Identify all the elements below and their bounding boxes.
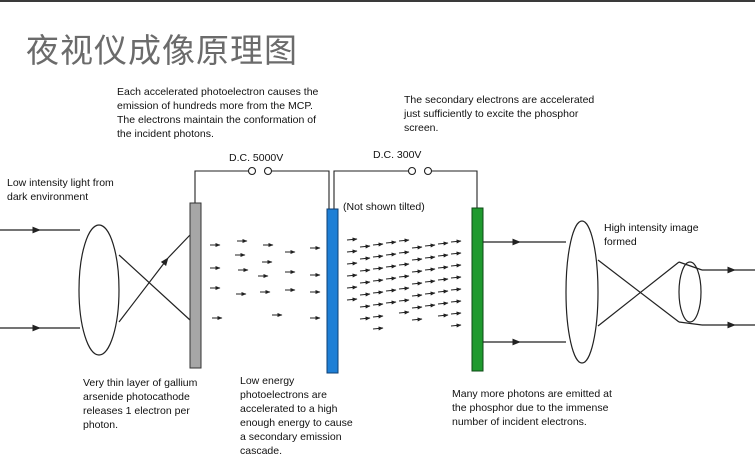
electron-arrow — [398, 238, 410, 243]
electron-arrow — [385, 276, 397, 281]
electron-arrow — [450, 299, 462, 304]
electron-arrow — [359, 244, 371, 249]
electron-arrow — [437, 241, 449, 246]
electron-arrow — [346, 285, 358, 290]
electron-arrow — [424, 243, 436, 248]
electron-arrow — [372, 302, 384, 307]
electron-arrow — [450, 263, 462, 268]
electron-arrow — [385, 252, 397, 257]
electron-arrow — [385, 240, 397, 245]
electron-arrow — [372, 254, 384, 259]
electron-arrow — [346, 261, 358, 266]
input-light-label: Low intensity light from dark environmen… — [7, 177, 114, 203]
electron-arrow — [411, 245, 423, 250]
electron-arrow — [450, 275, 462, 280]
electron-arrow — [372, 242, 384, 247]
electron-arrow — [346, 237, 358, 242]
electron-arrows — [210, 237, 462, 331]
electron-arrow — [424, 303, 436, 308]
mcp-plate — [326, 208, 339, 374]
electron-arrow — [372, 326, 384, 331]
not-tilted-label: (Not shown tilted) — [343, 201, 425, 213]
electron-arrow — [411, 257, 423, 262]
electron-arrow — [346, 297, 358, 302]
electron-arrow — [424, 279, 436, 284]
electron-arrow — [437, 265, 449, 270]
objective-lens — [78, 224, 120, 356]
phosphor-screen-plate — [471, 207, 484, 372]
electron-arrow — [359, 292, 371, 297]
electron-arrow — [359, 268, 371, 273]
electron-arrow — [346, 249, 358, 254]
electron-arrow — [398, 298, 410, 303]
focusing-rays — [118, 234, 191, 323]
electron-arrow — [411, 281, 423, 286]
electron-arrow — [437, 289, 449, 294]
secondary-electrons-note: The secondary electrons are accelerated … — [404, 94, 595, 134]
electron-arrow — [411, 305, 423, 310]
electron-arrow — [372, 290, 384, 295]
phosphor-label: Many more photons are emitted at the pho… — [452, 388, 612, 428]
electron-arrow — [372, 314, 384, 319]
electron-arrow — [424, 291, 436, 296]
electron-arrow — [372, 266, 384, 271]
electron-arrow — [398, 310, 410, 315]
electron-arrow — [437, 277, 449, 282]
electron-arrow — [398, 286, 410, 291]
photocathode-plate — [189, 202, 202, 369]
photocathode-label: Very thin layer of gallium arsenide phot… — [83, 377, 198, 431]
electron-arrow — [424, 267, 436, 272]
electron-arrow — [385, 264, 397, 269]
incoming-light-rays — [0, 226, 80, 332]
top-divider — [0, 0, 755, 2]
eyepiece-lens-small — [678, 261, 702, 323]
eyepiece-lens-large — [565, 220, 599, 364]
dc-300v-label: D.C. 300V — [373, 149, 422, 161]
eyepiece-rays — [678, 261, 703, 326]
electron-arrow — [398, 274, 410, 279]
electron-arrow — [385, 300, 397, 305]
electron-arrow — [424, 255, 436, 260]
electron-arrow — [398, 262, 410, 267]
electron-arrow — [450, 251, 462, 256]
electron-arrow — [385, 288, 397, 293]
electron-arrow — [346, 273, 358, 278]
output-image-label: High intensity image formed — [604, 222, 699, 248]
electron-arrow — [450, 239, 462, 244]
electron-arrow — [359, 316, 371, 321]
electron-arrow — [450, 311, 462, 316]
dc-5000v-label: D.C. 5000V — [229, 152, 284, 164]
electron-arrow — [359, 256, 371, 261]
photoelectrons-label: Low energy photoelectrons are accelerate… — [240, 375, 353, 457]
page-title: 夜视仪成像原理图 — [26, 31, 298, 70]
electron-arrow — [359, 280, 371, 285]
electron-arrow — [450, 323, 462, 328]
electron-arrow — [398, 250, 410, 255]
voltage-wiring — [194, 166, 478, 209]
electron-arrow — [411, 317, 423, 322]
electron-arrow — [372, 278, 384, 283]
mcp-note: Each accelerated photoelectron causes th… — [117, 86, 319, 140]
electron-arrow — [411, 293, 423, 298]
electron-arrow — [450, 287, 462, 292]
electron-arrow — [411, 269, 423, 274]
electron-arrow — [437, 313, 449, 318]
output-light-rays — [483, 238, 755, 346]
electron-arrow — [437, 253, 449, 258]
electron-arrow — [437, 301, 449, 306]
electron-arrow — [359, 304, 371, 309]
